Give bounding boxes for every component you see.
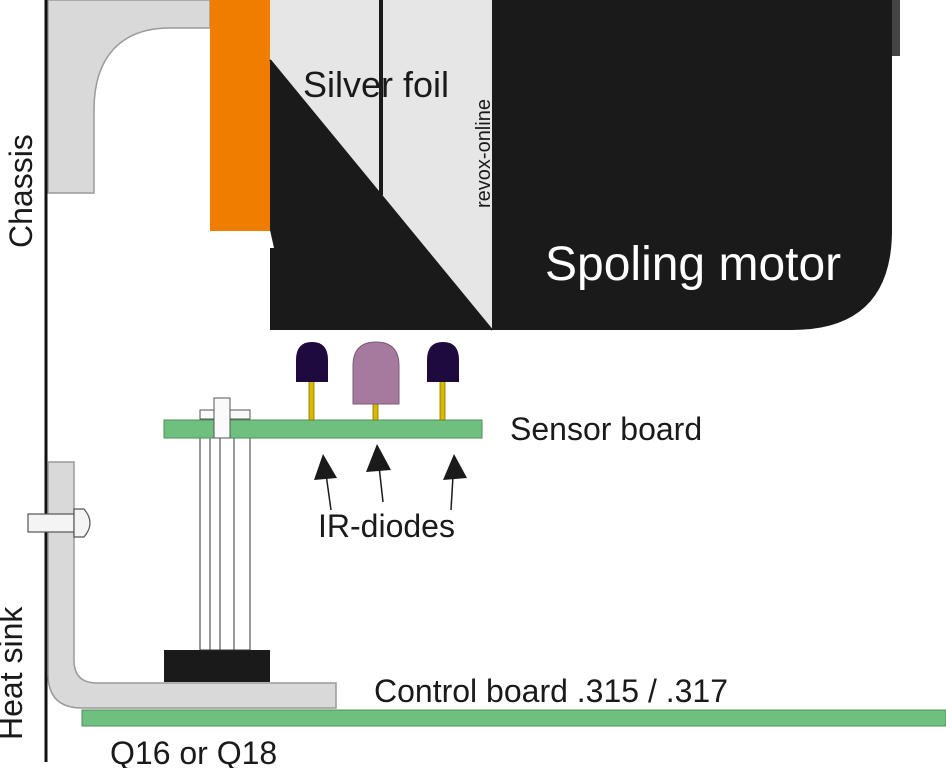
chassis-bracket: [47, 0, 211, 194]
standoff: [199, 437, 251, 651]
sensor-board: [163, 419, 483, 439]
ir-diode-right: [427, 342, 459, 421]
wedge-notch: [270, 230, 274, 248]
ir-diodes-label: IR-diodes: [318, 508, 455, 544]
spooling-motor-label: Spoling motor: [545, 238, 841, 291]
motor-edge-line: [892, 0, 900, 56]
transistor-q16-q18: [164, 650, 270, 682]
arrow-icon: [366, 444, 391, 503]
control-board-label: Control board .315 / .317: [374, 673, 728, 709]
orange-strip: [210, 0, 270, 231]
silver-foil-label: Silver foil: [303, 64, 449, 105]
screw-shaft: [27, 513, 75, 533]
ir-diode-icon: [296, 342, 328, 382]
spooling-motor-body: [490, 0, 892, 330]
wedge-edge: [269, 59, 493, 331]
arrow-icon: [314, 454, 337, 511]
screw-head: [73, 508, 91, 538]
heat-sink: [47, 461, 337, 709]
ir-diode-icon: [352, 341, 400, 405]
arrow-icon: [443, 454, 467, 511]
transistor-label: Q16 or Q18: [110, 735, 277, 768]
control-board: [81, 709, 946, 727]
ir-diode-icon: [427, 342, 459, 382]
heat-sink-label: Heat sink: [0, 606, 29, 740]
chassis-label: Chassis: [3, 134, 39, 248]
ir-diode-left: [296, 342, 328, 421]
ir-diode-center: [352, 341, 400, 421]
watermark-label: revox-online: [473, 99, 495, 208]
sensor-board-label: Sensor board: [510, 411, 702, 447]
bolt-head: [213, 397, 231, 439]
